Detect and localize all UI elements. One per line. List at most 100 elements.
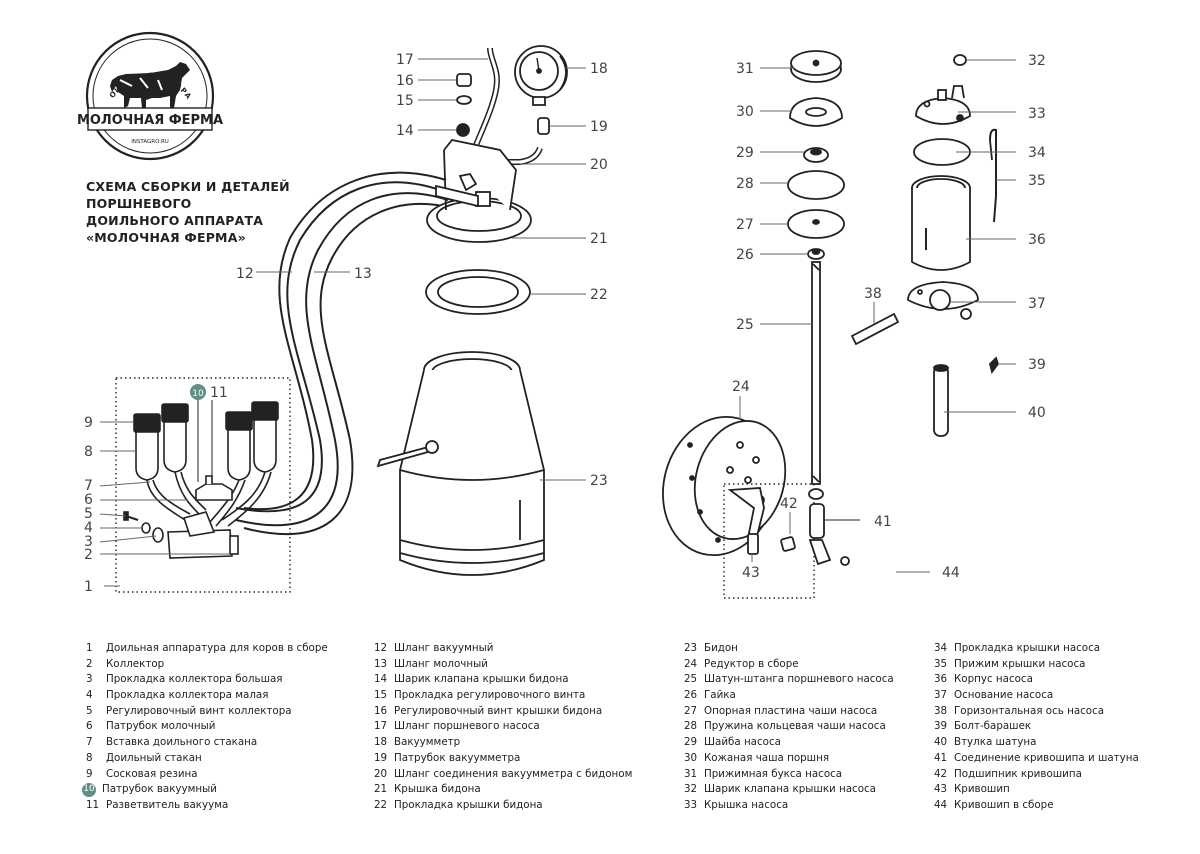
title-line-4: «МОЛОЧНАЯ ФЕРМА» bbox=[86, 230, 246, 245]
callout-20: 20 bbox=[590, 157, 608, 173]
callout-5: 5 bbox=[84, 506, 93, 522]
milk-can bbox=[376, 351, 545, 576]
callout-35: 35 bbox=[1028, 173, 1046, 189]
legend-item-text: Горизонтальная ось насоса bbox=[954, 704, 1105, 717]
callout-13: 13 bbox=[354, 266, 372, 282]
legend-item-text: Доильный стакан bbox=[106, 751, 202, 764]
legend-item-text: Крышка бидона bbox=[394, 783, 481, 796]
callout-15: 15 bbox=[396, 93, 414, 109]
legend-item-text: Прижимная букса насоса bbox=[704, 767, 843, 780]
legend-item-number: 20 bbox=[374, 767, 388, 780]
legend-item-number: 32 bbox=[684, 783, 698, 796]
legend-item-number: 35 bbox=[934, 657, 948, 670]
legend-item-text: Шайба насоса bbox=[704, 736, 781, 749]
legend-item-number: 38 bbox=[934, 704, 948, 717]
legend-item-number: 44 bbox=[934, 798, 948, 811]
callout-19: 19 bbox=[590, 119, 608, 135]
legend-item: 35 Прижим крышки насоса bbox=[934, 657, 1139, 673]
legend-item-number: 42 bbox=[934, 767, 948, 780]
legend-item-number: 31 bbox=[684, 767, 698, 780]
legend-item-number: 29 bbox=[684, 736, 698, 749]
callout-8: 8 bbox=[84, 444, 93, 460]
legend-item-text: Соединение кривошипа и шатуна bbox=[954, 751, 1139, 764]
legend-item-number: 28 bbox=[684, 720, 698, 733]
legend-item-text: Кривошип bbox=[954, 783, 1010, 796]
callout-12: 12 bbox=[236, 266, 254, 282]
legend-item-text: Разветвитель вакуума bbox=[106, 798, 229, 811]
legend-item: 2 Коллектор bbox=[86, 657, 328, 673]
callout-42: 42 bbox=[780, 496, 798, 512]
legend-item-text: Патрубок вакуумный bbox=[102, 783, 217, 796]
callout-33: 33 bbox=[1028, 106, 1046, 122]
legend-item-text: Регулировочный винт коллектора bbox=[106, 704, 292, 717]
callout-7: 7 bbox=[84, 478, 93, 494]
callout-31: 31 bbox=[736, 61, 754, 77]
legend-item-number: 17 bbox=[374, 720, 388, 733]
legend-item-text: Гайка bbox=[704, 689, 736, 702]
legend-item-text: Шланг молочный bbox=[394, 657, 488, 670]
legend-item-text: Редуктор в сборе bbox=[704, 657, 799, 670]
callout-14: 14 bbox=[396, 123, 414, 139]
callout-37: 37 bbox=[1028, 296, 1046, 312]
can-lid-assembly bbox=[425, 45, 568, 315]
legend-item-number: 2 bbox=[86, 657, 93, 670]
legend-item: 31 Прижимная букса насоса bbox=[684, 767, 894, 783]
callout-6: 6 bbox=[84, 492, 93, 508]
callout-10-marker: 10 bbox=[190, 384, 213, 482]
hoses bbox=[235, 171, 453, 536]
callout-17: 17 bbox=[396, 52, 414, 68]
crank-parts bbox=[780, 488, 860, 566]
legend-item-number: 1 bbox=[86, 642, 93, 654]
legend-item-text: Шарик клапана крышки бидона bbox=[394, 673, 569, 686]
callout-21: 21 bbox=[590, 231, 608, 247]
callout-25: 25 bbox=[736, 317, 754, 333]
legend-item-number: 27 bbox=[684, 704, 698, 717]
legend-item-text: Шарик клапана крышки насоса bbox=[704, 783, 876, 796]
legend-item-number: 33 bbox=[684, 798, 698, 811]
callout-29: 29 bbox=[736, 145, 754, 161]
legend-item-text: Патрубок молочный bbox=[106, 720, 216, 733]
legend-item: 10 Патрубок вакуумный bbox=[82, 782, 328, 798]
legend-item-text: Прокладка регулировочного винта bbox=[394, 689, 586, 702]
legend-item-text: Регулировочный винт крышки бидона bbox=[394, 704, 603, 717]
legend-item-text: Коллектор bbox=[106, 657, 165, 670]
callout-27: 27 bbox=[736, 217, 754, 233]
legend-item-number: 22 bbox=[374, 798, 388, 811]
callout-lines bbox=[99, 58, 1016, 587]
brand-logo: ДОИЛЬНЫЙ АППАРАТ МОЛОЧНАЯ ФЕРМА INSTAGRO… bbox=[0, 0, 223, 161]
gearbox-assembly bbox=[662, 415, 815, 599]
legend-item-text: Основание насоса bbox=[954, 689, 1054, 702]
legend-item-number: 39 bbox=[934, 720, 948, 733]
legend-item-text: Вакуумметр bbox=[394, 736, 461, 749]
legend-item-number: 10 bbox=[82, 783, 96, 798]
legend-item-number: 21 bbox=[374, 783, 388, 796]
legend-item-text: Прижим крышки насоса bbox=[954, 657, 1086, 670]
legend-item-number: 16 bbox=[374, 704, 388, 717]
svg-text:10: 10 bbox=[192, 389, 204, 399]
